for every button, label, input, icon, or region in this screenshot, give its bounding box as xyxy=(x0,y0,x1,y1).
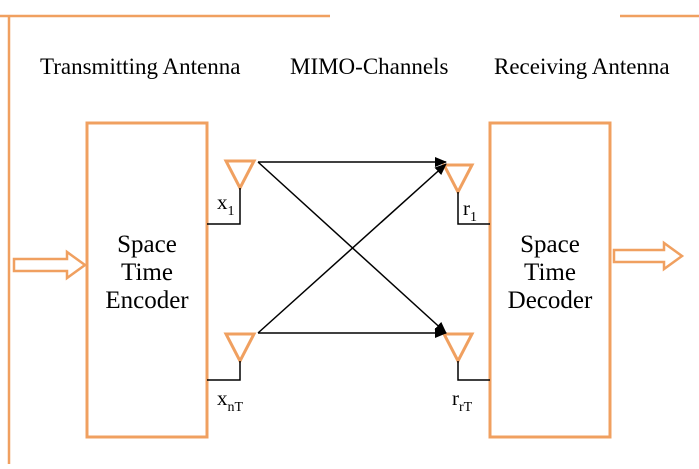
tx-antenna-nT-feed xyxy=(207,361,241,381)
rx-antenna-rT-icon xyxy=(441,332,475,365)
tx-label-x1: x1 xyxy=(217,190,235,219)
rx-antenna-rT-feed xyxy=(457,361,490,381)
header-transmitting-antenna: Transmitting Antenna xyxy=(40,54,240,79)
header-mimo-channels: MIMO-Channels xyxy=(290,54,448,79)
channel-path-nT-to-1 xyxy=(257,163,447,334)
encoder-label-line3: Encoder xyxy=(105,287,189,314)
encoder-label-line2: Time xyxy=(121,259,173,286)
tx-antenna-1-icon xyxy=(223,159,257,192)
tx-antenna-1-feed xyxy=(207,188,241,225)
header-receiving-antenna: Receiving Antenna xyxy=(494,54,670,79)
decoder-label-line2: Time xyxy=(524,259,576,286)
outer-frame xyxy=(0,14,699,464)
rx-label-rrT: rrT xyxy=(452,386,473,415)
decoder-label-line3: Decoder xyxy=(508,287,593,314)
rx-antenna-1-feed xyxy=(457,192,490,225)
rx-label-r1: r1 xyxy=(463,196,477,225)
input-arrow xyxy=(12,249,88,281)
tx-label-xnT: xnT xyxy=(217,386,244,415)
tx-antenna-nT-icon xyxy=(223,332,257,365)
rx-antenna-1-icon xyxy=(441,163,475,196)
encoder-label-line1: Space xyxy=(117,231,177,258)
decoder-label-line1: Space xyxy=(520,231,580,258)
space-time-encoder-block xyxy=(85,121,209,439)
output-arrow xyxy=(612,240,685,272)
space-time-decoder-block xyxy=(488,121,612,439)
